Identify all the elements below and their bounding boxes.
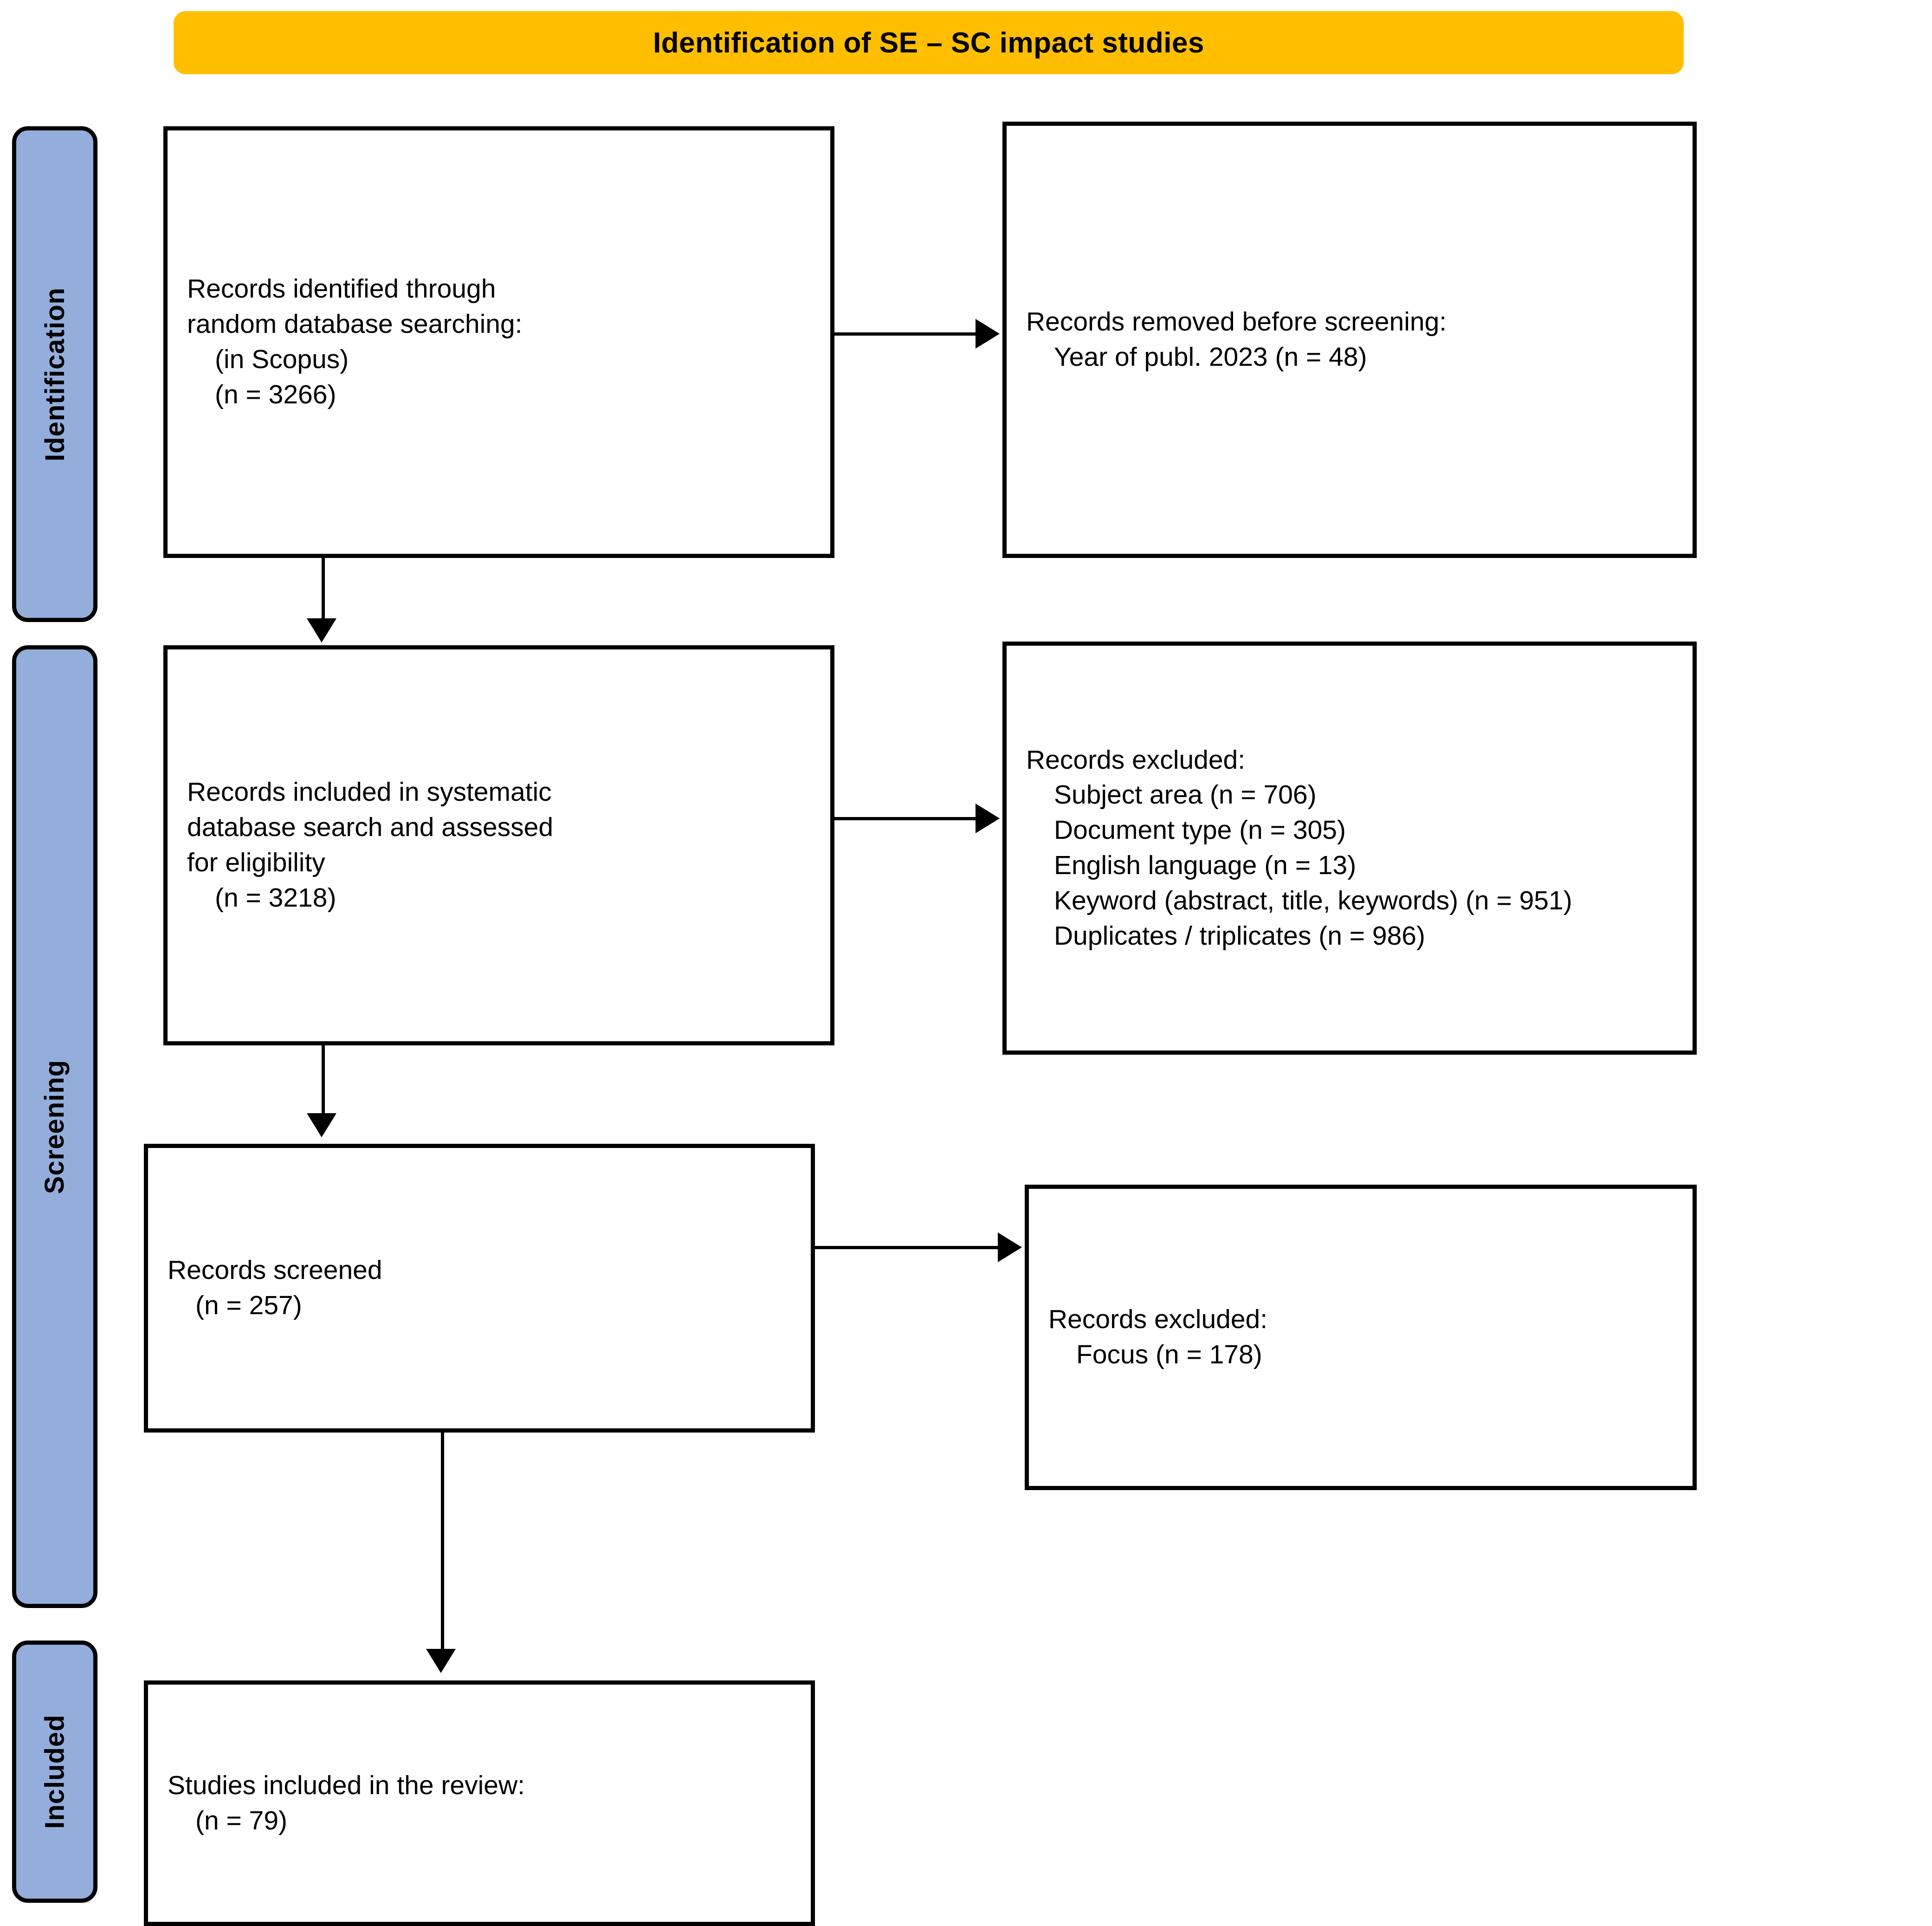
node-records-included-systematic-count: (n = 3218) xyxy=(215,882,336,913)
node-studies-included-count: (n = 79) xyxy=(195,1805,288,1835)
arrow-down-icon xyxy=(307,618,336,642)
arrow-right-icon xyxy=(998,1232,1022,1262)
node-records-excluded-focus-line-1: Records excluded: xyxy=(1048,1304,1268,1335)
connector-screened-to-studies-line xyxy=(441,1433,444,1652)
node-records-screened-count: (n = 257) xyxy=(195,1290,302,1320)
connector-identified-to-removed-line xyxy=(834,332,978,336)
arrow-right-icon xyxy=(976,319,1000,349)
node-records-removed-line-2: Year of publ. 2023 (n = 48) xyxy=(1054,342,1367,372)
node-records-screened-line-1: Records screened xyxy=(168,1255,382,1285)
stage-label-screening-text: Screening xyxy=(39,1059,70,1194)
node-records-identified-line-2: random database searching: xyxy=(187,309,523,339)
node-records-identified-line-1: Records identified through xyxy=(187,274,496,304)
stage-label-identification-text: Identification xyxy=(39,287,70,461)
node-studies-included-line-1: Studies included in the review: xyxy=(168,1770,525,1800)
stage-label-included: Included xyxy=(12,1641,97,1903)
node-records-excluded-eligibility-document-type: Document type (n = 305) xyxy=(1054,815,1346,845)
connector-screened-to-excluded-focus-line xyxy=(815,1246,1001,1249)
node-records-identified-count: (n = 3266) xyxy=(215,379,336,409)
node-records-excluded-eligibility-english-language: English language (n = 13) xyxy=(1054,850,1357,880)
node-records-excluded-eligibility: Records excluded: Subject area (n = 706)… xyxy=(1002,642,1697,1055)
node-records-removed: Records removed before screening: Year o… xyxy=(1002,122,1697,558)
node-records-included-systematic: Records included in systematic database … xyxy=(163,645,834,1045)
node-records-included-systematic-line-3: for eligibility xyxy=(187,848,325,877)
arrow-down-icon xyxy=(426,1649,456,1673)
connector-identified-to-included-line xyxy=(322,558,325,621)
stage-label-screening: Screening xyxy=(12,645,97,1608)
node-records-excluded-focus: Records excluded: Focus (n = 178) xyxy=(1025,1185,1697,1490)
node-records-identified: Records identified through random databa… xyxy=(163,126,834,558)
connector-included-to-excluded-line xyxy=(834,817,978,820)
node-records-included-systematic-line-1: Records included in systematic xyxy=(187,777,552,807)
diagram-header-banner: Identification of SE – SC impact studies xyxy=(174,11,1684,74)
stage-label-identification: Identification xyxy=(12,126,97,622)
node-records-excluded-eligibility-keyword: Keyword (abstract, title, keywords) (n =… xyxy=(1054,885,1572,915)
page-title: Identification of SE – SC impact studies xyxy=(653,26,1204,59)
node-records-identified-line-3: (in Scopus) xyxy=(215,344,349,374)
connector-included-to-screened-line xyxy=(322,1045,325,1116)
node-records-excluded-eligibility-subject-area: Subject area (n = 706) xyxy=(1054,780,1317,810)
arrow-down-icon xyxy=(307,1113,336,1137)
node-records-excluded-eligibility-line-1: Records excluded: xyxy=(1026,745,1246,775)
node-studies-included: Studies included in the review: (n = 79) xyxy=(144,1680,815,1926)
stage-label-included-text: Included xyxy=(39,1714,70,1829)
node-records-excluded-eligibility-duplicates: Duplicates / triplicates (n = 986) xyxy=(1054,921,1425,951)
node-records-screened: Records screened (n = 257) xyxy=(144,1144,815,1433)
node-records-excluded-focus-line-2: Focus (n = 178) xyxy=(1076,1340,1262,1369)
node-records-removed-line-1: Records removed before screening: xyxy=(1026,307,1447,337)
node-records-included-systematic-line-2: database search and assessed xyxy=(187,812,554,843)
arrow-right-icon xyxy=(976,804,1000,833)
